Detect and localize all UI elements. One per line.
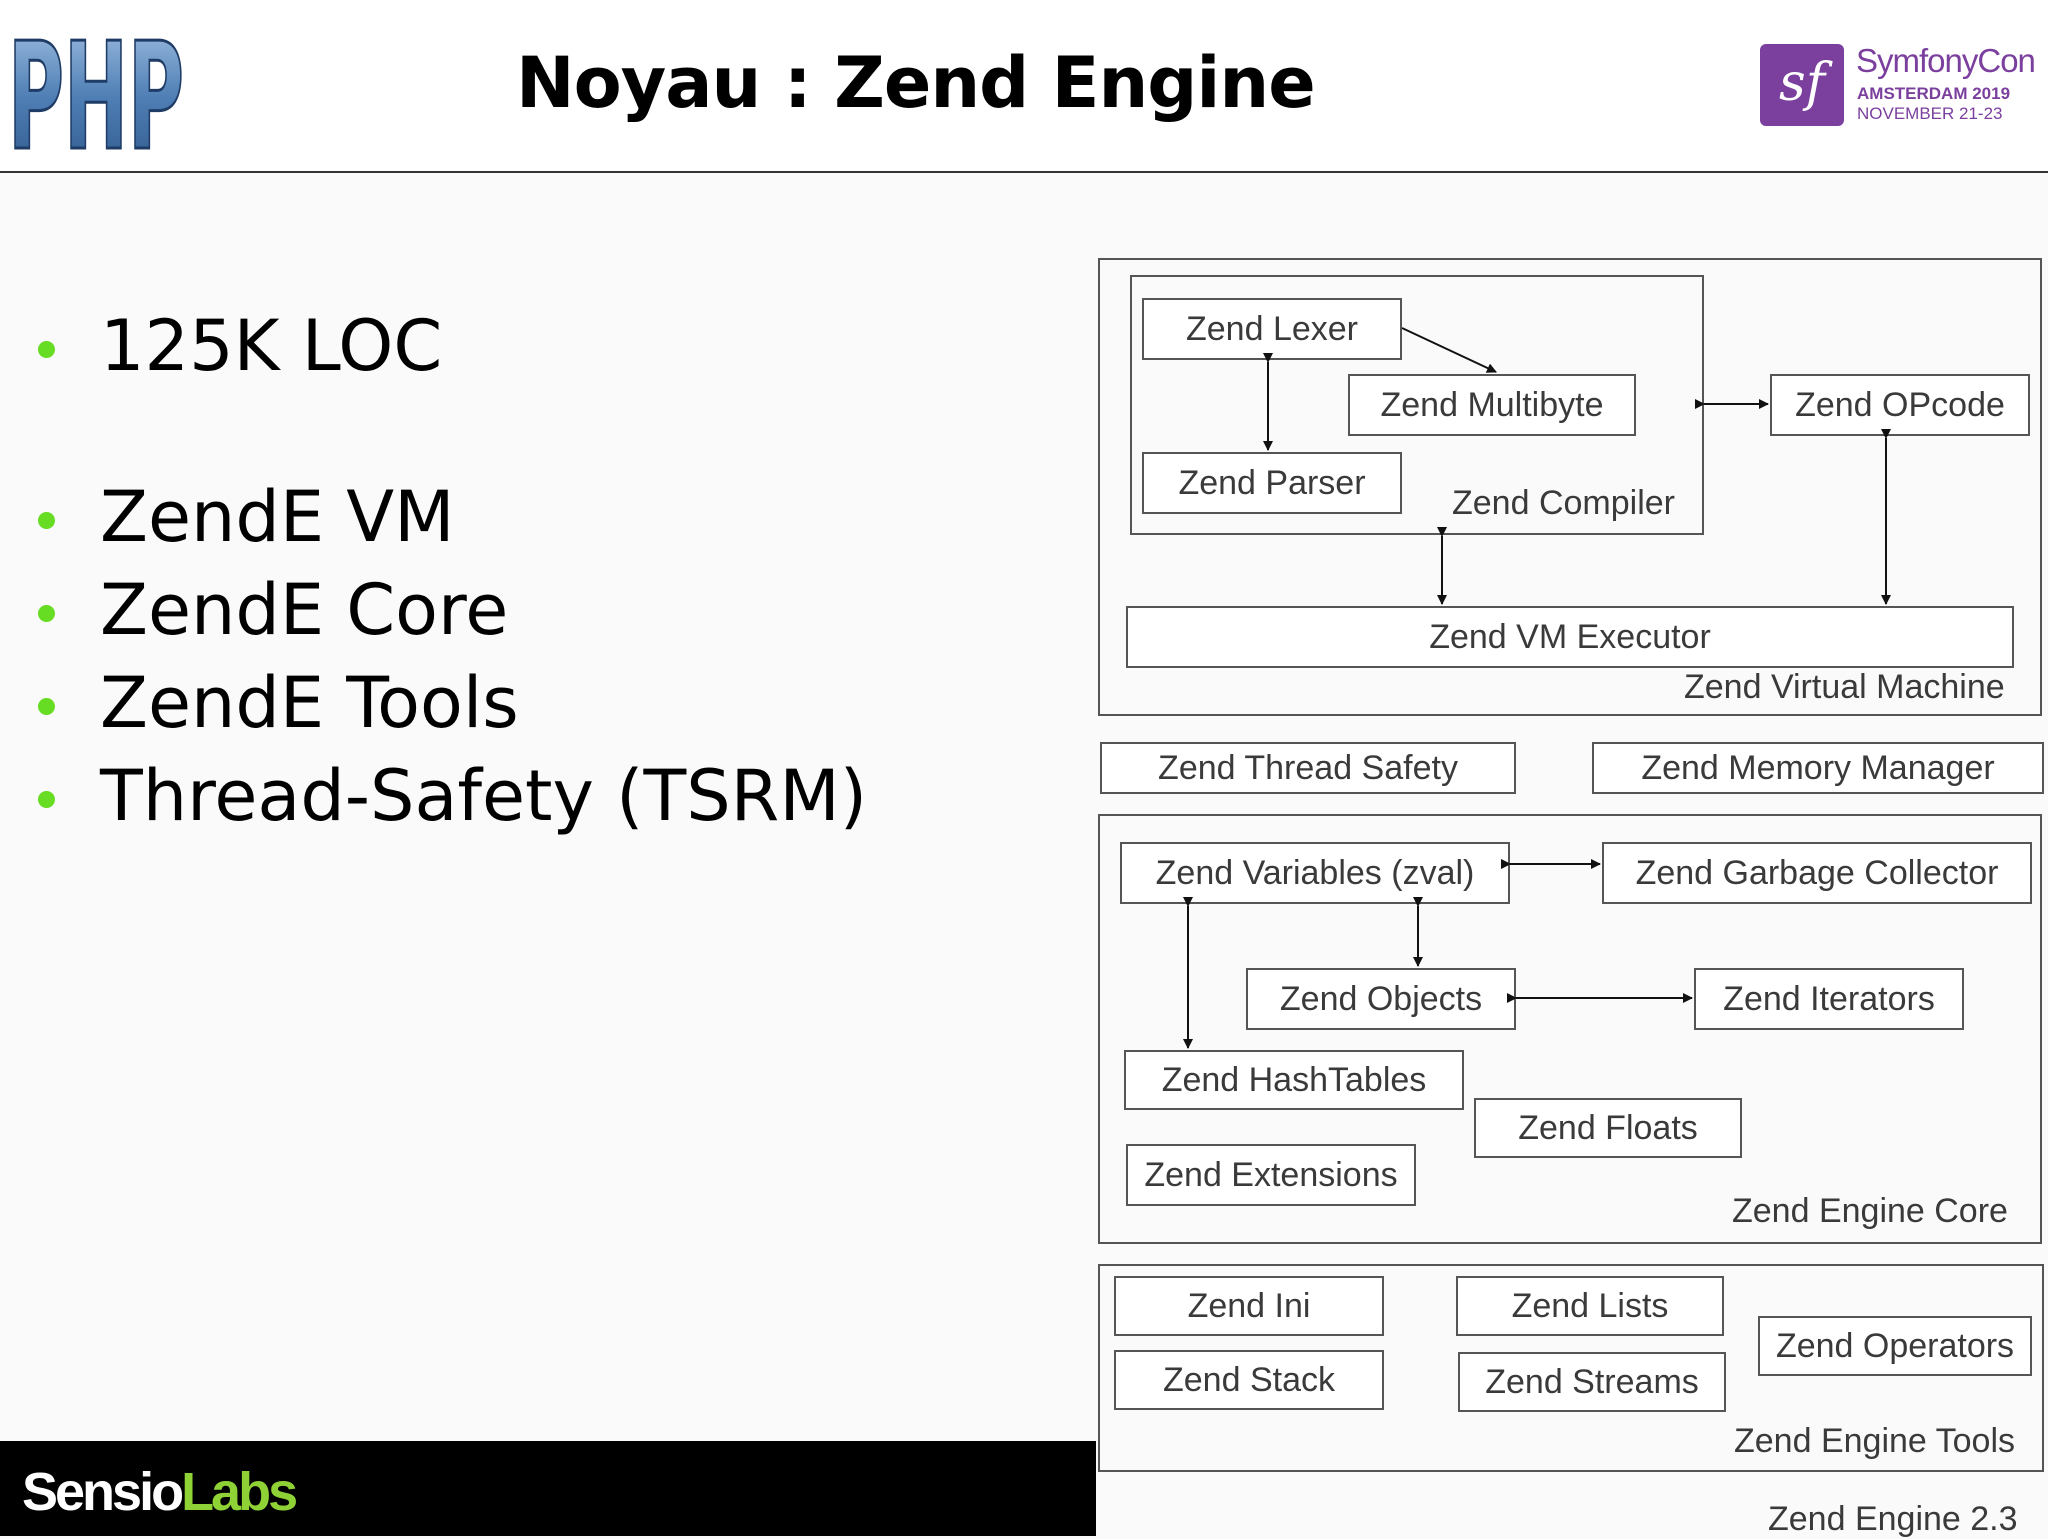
- box-zend-thread-safety: Zend Thread Safety: [1100, 742, 1516, 794]
- box-zend-stack: Zend Stack: [1114, 1350, 1384, 1410]
- diagram-caption: Zend Engine 2.3: [1768, 1500, 2018, 1538]
- bullet-text: ZendE VM: [100, 476, 455, 558]
- box-zend-parser: Zend Parser: [1142, 452, 1402, 514]
- label-zend-engine-tools: Zend Engine Tools: [1734, 1422, 2016, 1460]
- box-zend-extensions: Zend Extensions: [1126, 1144, 1416, 1206]
- box-zend-hashtables: Zend HashTables: [1124, 1050, 1464, 1110]
- symfony-icon: sf: [1760, 44, 1844, 126]
- php-logo: PHP: [7, 10, 186, 158]
- bullet-text: ZendE Tools: [100, 662, 519, 744]
- box-zend-streams: Zend Streams: [1458, 1352, 1726, 1412]
- box-zend-multibyte: Zend Multibyte: [1348, 374, 1636, 436]
- engine-core-frame: [1098, 814, 2042, 1244]
- label-zend-virtual-machine: Zend Virtual Machine: [1684, 668, 2005, 706]
- box-zend-opcode: Zend OPcode: [1770, 374, 2030, 436]
- bullet-dot-icon: [38, 512, 55, 529]
- bullet-dot-icon: [38, 698, 55, 715]
- box-zend-ini: Zend Ini: [1114, 1276, 1384, 1336]
- bullet-item: ZendE VM: [30, 471, 867, 564]
- brand-labs: Labs: [181, 1462, 298, 1522]
- event-name: SymfonyCon: [1856, 42, 2036, 79]
- box-zend-operators: Zend Operators: [1758, 1316, 2032, 1376]
- engine-tools-frame: [1098, 1264, 2044, 1472]
- box-zend-lists: Zend Lists: [1456, 1276, 1724, 1336]
- box-zend-vm-executor: Zend VM Executor: [1126, 606, 2014, 668]
- virtual-machine-frame: [1098, 258, 2042, 716]
- bullet-dot-icon: [38, 605, 55, 622]
- box-zend-floats: Zend Floats: [1474, 1098, 1742, 1158]
- bullet-text: Thread-Safety (TSRM): [100, 755, 868, 837]
- bullet-list: 125K LOC ZendE VM ZendE Core ZendE Tools…: [30, 300, 867, 843]
- page-title: Noyau : Zend Engine: [516, 42, 1316, 124]
- box-zend-iterators: Zend Iterators: [1694, 968, 1964, 1030]
- event-dates: NOVEMBER 21-23: [1857, 104, 2003, 123]
- box-zend-objects: Zend Objects: [1246, 968, 1516, 1030]
- zend-engine-diagram: Zend Lexer Zend Multibyte Zend Parser Ze…: [1090, 250, 2048, 1538]
- bullet-item: Thread-Safety (TSRM): [30, 750, 867, 843]
- bullet-dot-icon: [38, 341, 55, 358]
- php-logo-text: PHP: [8, 11, 184, 158]
- event-city: AMSTERDAM 2019: [1857, 84, 2011, 103]
- box-zend-lexer: Zend Lexer: [1142, 298, 1402, 360]
- label-zend-engine-core: Zend Engine Core: [1732, 1192, 2008, 1230]
- bullet-item: ZendE Tools: [30, 657, 867, 750]
- box-zend-garbage-collector: Zend Garbage Collector: [1602, 842, 2032, 904]
- bullet-dot-icon: [38, 791, 55, 808]
- bullet-item: ZendE Core: [30, 564, 867, 657]
- arrow-lexer-multibyte: [1401, 327, 1497, 373]
- bullet-text: ZendE Core: [100, 569, 509, 651]
- sensiolabs-logo: SensioLabs: [22, 1461, 298, 1523]
- footer-bar: SensioLabs: [0, 1441, 1096, 1536]
- brand-sensio: Sensio: [22, 1462, 184, 1522]
- symfonycon-logo: sf SymfonyCon AMSTERDAM 2019 NOVEMBER 21…: [1760, 42, 2036, 128]
- box-zend-variables: Zend Variables (zval): [1120, 842, 1510, 904]
- label-zend-compiler: Zend Compiler: [1452, 484, 1675, 522]
- box-zend-memory-manager: Zend Memory Manager: [1592, 742, 2044, 794]
- bullet-text: 125K LOC: [100, 305, 443, 387]
- diagram-arrows: [1183, 327, 1891, 1049]
- bullet-item: 125K LOC: [30, 300, 867, 393]
- slide-header: PHP Noyau : Zend Engine sf SymfonyCon AM…: [0, 0, 2048, 173]
